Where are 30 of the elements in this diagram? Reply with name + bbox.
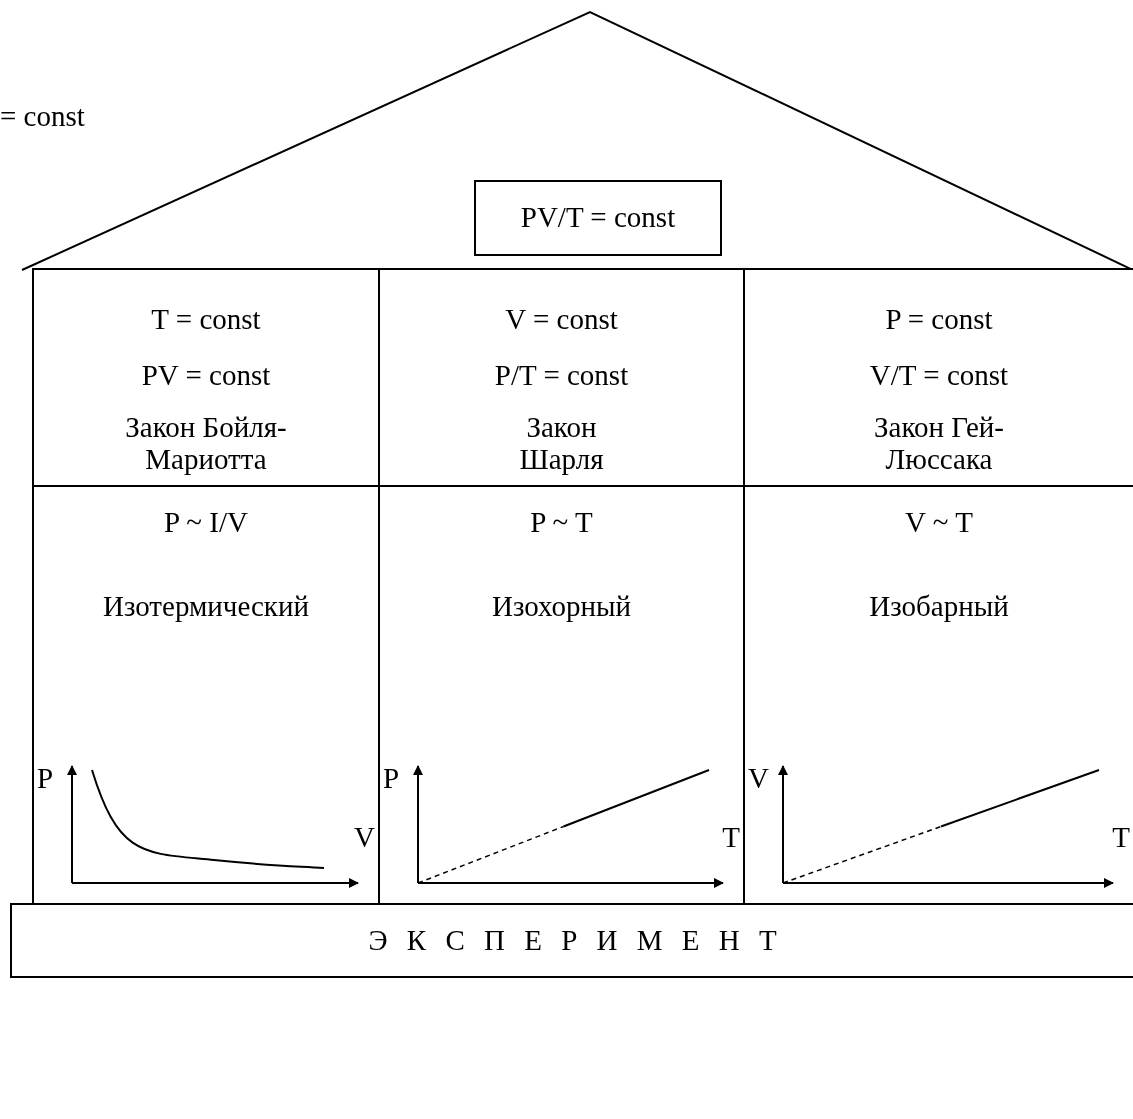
axis-label: V bbox=[748, 764, 769, 793]
law-cell bbox=[32, 268, 380, 487]
law-cell bbox=[743, 268, 1133, 487]
axis-label: V bbox=[354, 823, 375, 852]
law-name: Закон Гей-Люссака bbox=[873, 411, 1005, 476]
process-name: Изотермический bbox=[103, 590, 309, 623]
axis-label: T bbox=[722, 823, 740, 852]
process-name: Изохорный bbox=[492, 590, 631, 623]
graph-cell bbox=[32, 758, 380, 905]
axis-label: T bbox=[1112, 823, 1130, 852]
formula-text: V = const bbox=[505, 304, 618, 336]
formula-text: P/T = const bbox=[494, 359, 629, 392]
foundation-text: Э К С П Е Р И М Е Н Т bbox=[368, 924, 777, 957]
formula-text: PV = const bbox=[141, 359, 271, 392]
formula-text: P ~ T bbox=[530, 507, 593, 539]
foundation-bar bbox=[10, 903, 1133, 978]
formula-text: V/T = const bbox=[869, 359, 1009, 392]
process-name: Изобарный bbox=[869, 590, 1009, 623]
formula-text: T = const bbox=[151, 304, 261, 336]
axis-label: P bbox=[383, 764, 400, 793]
axis-label: P bbox=[37, 764, 54, 793]
law-cell bbox=[378, 268, 745, 487]
formula-text: = const bbox=[0, 102, 85, 131]
formula-text: V ~ T bbox=[905, 507, 973, 539]
law-name: Закон Бойля-Мариотта bbox=[124, 411, 288, 476]
formula-box bbox=[474, 180, 722, 256]
formula-text: P = const bbox=[885, 304, 993, 336]
law-name: Закон Шарля bbox=[518, 411, 605, 476]
formula-text: PV/T = const bbox=[520, 202, 676, 234]
formula-text: P ~ I/V bbox=[164, 507, 248, 539]
